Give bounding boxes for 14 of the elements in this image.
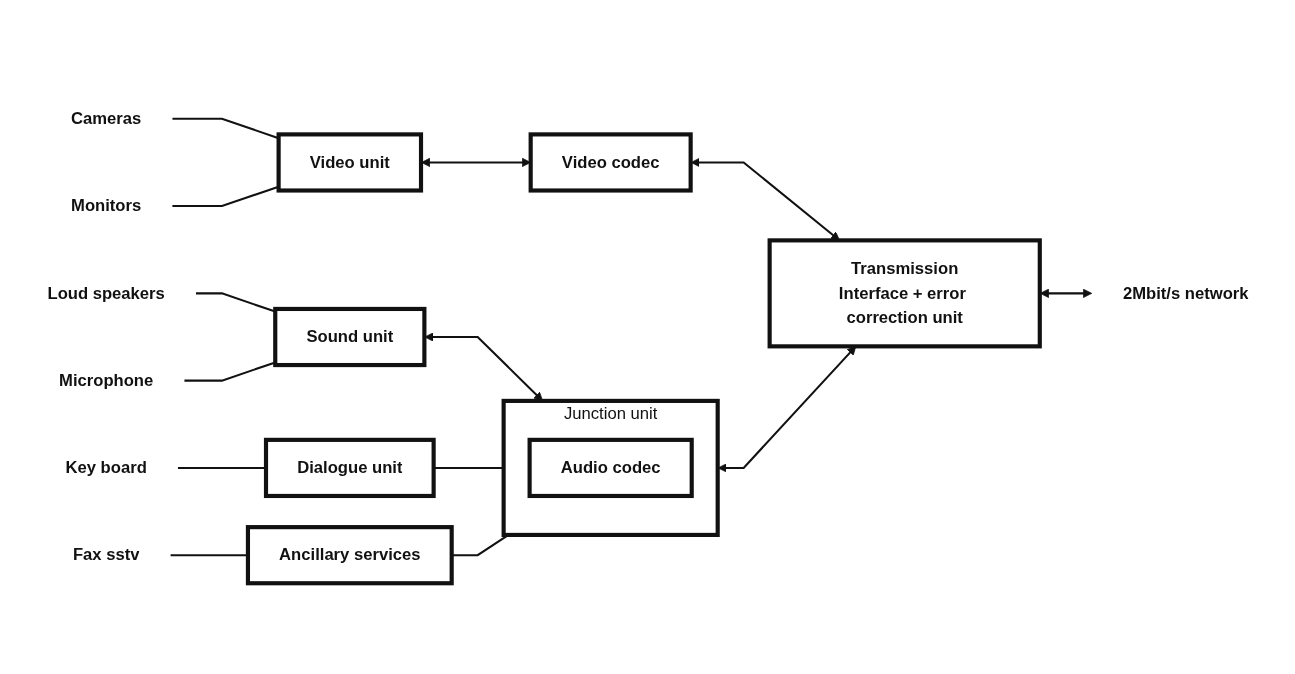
node-text: 2Mbit/s network	[1122, 284, 1249, 302]
node-box: Video unit	[276, 132, 423, 193]
node-box: Audio codec	[527, 437, 694, 499]
node-text: Monitors	[70, 196, 141, 215]
node-box: Video codec	[528, 132, 693, 193]
node-text: Fax sstv	[72, 545, 139, 564]
node-box: Ancillary services	[245, 525, 454, 586]
node-box: Sound unit	[272, 306, 426, 368]
node-text: Key board	[65, 458, 147, 477]
node-text: Cameras	[70, 109, 141, 128]
node-box: Dialogue unit	[263, 437, 436, 499]
node-box: Transmission Interface + error correction unit	[767, 238, 1042, 349]
node-text: Loud speakers	[46, 284, 165, 302]
node-text: Microphone	[58, 371, 153, 389]
